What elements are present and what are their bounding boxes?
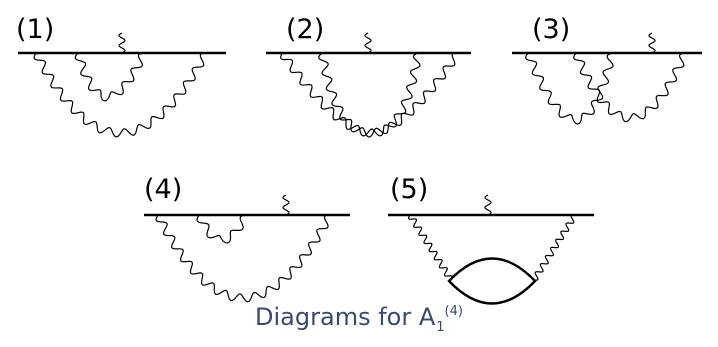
caption-subscript: 1 <box>436 320 445 335</box>
diagram-label-2: (2) <box>286 14 324 45</box>
photon-arc-right <box>573 52 686 123</box>
diagram-2: (2) <box>266 14 471 138</box>
caption-text: Diagrams for A <box>255 303 436 331</box>
diagram-1: (1) <box>16 14 226 138</box>
external-photon <box>118 32 126 54</box>
photon-right <box>533 214 576 281</box>
photon-arc-left <box>525 52 614 125</box>
diagram-3: (3) <box>512 14 702 125</box>
self-energy-loop <box>196 214 247 244</box>
diagram-label-5: (5) <box>390 174 428 205</box>
diagram-label-3: (3) <box>532 14 570 45</box>
outer-photon-arc <box>33 52 207 138</box>
caption-superscript: (4) <box>444 304 463 319</box>
diagram-4: (4) <box>144 174 350 303</box>
diagram-5: (5) <box>388 174 594 305</box>
photon-arc-right <box>318 52 459 138</box>
external-photon <box>364 32 372 54</box>
outer-photon-arc <box>155 214 331 303</box>
external-photon <box>282 194 290 216</box>
figure-caption: Diagrams for A1(4) <box>0 303 718 335</box>
photon-left <box>408 214 453 281</box>
photon-arc-left <box>280 52 421 137</box>
inner-photon-arc <box>74 52 145 102</box>
diagram-label-4: (4) <box>144 174 182 205</box>
vacuum-polarization-loop <box>447 257 537 305</box>
diagram-label-1: (1) <box>16 14 54 45</box>
external-photon <box>484 194 492 216</box>
external-photon <box>648 32 656 54</box>
